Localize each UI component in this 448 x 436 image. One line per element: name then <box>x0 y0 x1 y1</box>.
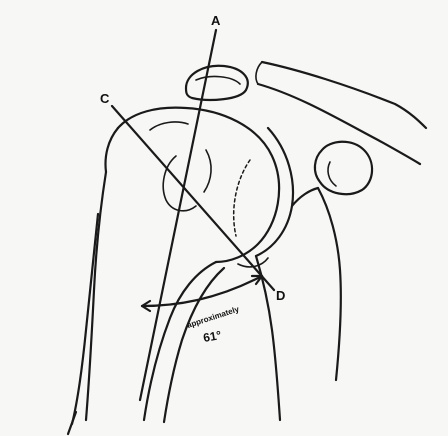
acromion <box>186 66 248 100</box>
label-d: D <box>276 288 285 303</box>
label-a: A <box>211 13 221 28</box>
humeral-head <box>106 108 280 262</box>
glenoid <box>234 128 318 256</box>
scapula-border <box>238 188 341 420</box>
coracoid-process <box>315 142 372 194</box>
angle-value: 61° <box>202 328 222 345</box>
axis-cd: C D <box>100 91 285 303</box>
label-c: C <box>100 91 110 106</box>
